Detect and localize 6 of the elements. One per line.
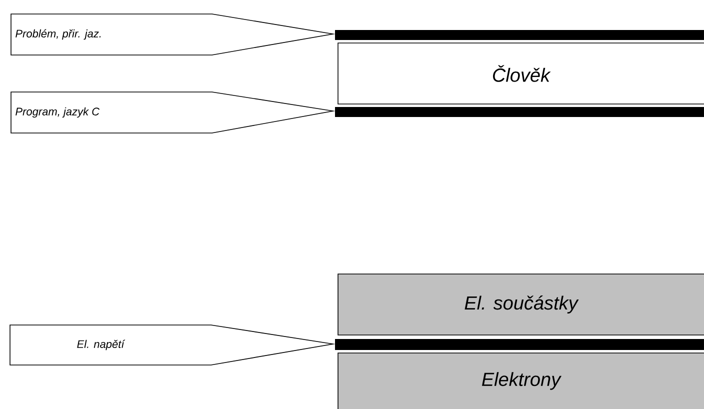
callout: Problém, přir. jaz. [10, 14, 336, 56]
layer-box: El. součástky [338, 274, 704, 336]
callout: El. napětí [10, 324, 336, 366]
layer-box: Člověk [338, 42, 704, 104]
callout: Program, jazyk C [10, 92, 336, 134]
layer-box: Elektrony [338, 352, 704, 409]
